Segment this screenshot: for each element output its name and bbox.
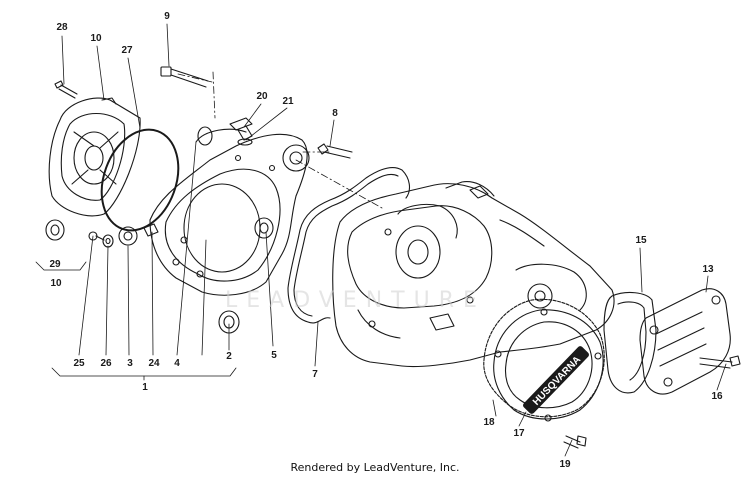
callout-13: 13 [702,264,714,275]
part-4-clutch-cover [149,126,310,296]
callout-4: 4 [174,358,180,369]
callout-1: 1 [142,382,148,393]
callout-8: 8 [332,108,338,119]
callout-17: 17 [513,428,525,439]
part-19-screw [563,435,587,449]
part-8-screw [317,143,353,159]
callout-15: 15 [635,235,647,246]
callout-26: 26 [100,358,112,369]
leader-lines [35,23,727,457]
callout-7: 7 [312,369,318,380]
watermark: LEADVENTURE [225,288,486,313]
callout-24: 24 [148,358,160,369]
part-15-gasket [603,291,657,394]
callout-3: 3 [127,358,133,369]
callout-18: 18 [483,417,495,428]
part-28-screw [54,80,78,99]
callout-10: 10 [50,278,62,289]
callout-29: 29 [49,259,61,270]
part-13-cover [639,288,731,395]
callout-28: 28 [56,22,68,33]
part-18-gasket [483,298,605,418]
part-9-screw [160,66,209,88]
part-3-bearing [118,226,138,246]
callout-5: 5 [271,350,277,361]
callout-16: 16 [711,391,723,402]
credit-text: Rendered by LeadVenture, Inc. [290,461,460,474]
part-21-washer [237,138,253,146]
part-7-gasket [287,167,411,324]
callout-10: 10 [90,33,102,44]
part-16-screw [699,355,741,369]
part-2-seal [218,310,240,334]
callout-20: 20 [256,91,268,102]
callout-21: 21 [282,96,294,107]
part-17-ignition-cover [493,308,604,422]
callout-9: 9 [164,11,170,22]
callout-2: 2 [226,351,232,362]
crankcase [332,181,615,368]
callout-27: 27 [121,45,133,56]
callout-25: 25 [73,358,85,369]
cover-lettering: HUSQVARNA [531,354,583,407]
part-20-plug [229,117,253,141]
part-26-washer [102,234,114,248]
callout-19: 19 [559,459,571,470]
part-29-seal [45,219,65,241]
